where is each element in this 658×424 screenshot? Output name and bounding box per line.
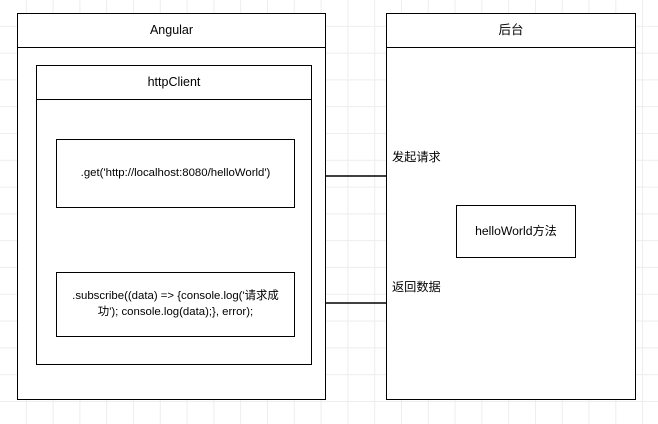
node-subscribe-call-label: .subscribe((data) => {console.log('请求成功'… [72, 289, 279, 318]
lane-backend-title: 后台 [498, 23, 524, 38]
node-subscribe-call[interactable]: .subscribe((data) => {console.log('请求成功'… [56, 272, 295, 337]
group-httpclient-header: httpClient [37, 66, 311, 100]
node-helloworld-method-label: helloWorld方法 [475, 224, 557, 239]
lane-angular-header: Angular [18, 14, 325, 48]
node-helloworld-method[interactable]: helloWorld方法 [456, 205, 576, 258]
node-get-call[interactable]: .get('http://localhost:8080/helloWorld') [56, 139, 295, 208]
group-httpclient-title: httpClient [147, 75, 201, 90]
lane-backend-header: 后台 [387, 14, 635, 48]
edge-label-response: 返回数据 [392, 280, 441, 294]
node-get-call-label: .get('http://localhost:8080/helloWorld') [80, 166, 271, 179]
lane-angular-title: Angular [149, 23, 194, 38]
edge-label-request: 发起请求 [392, 150, 441, 164]
